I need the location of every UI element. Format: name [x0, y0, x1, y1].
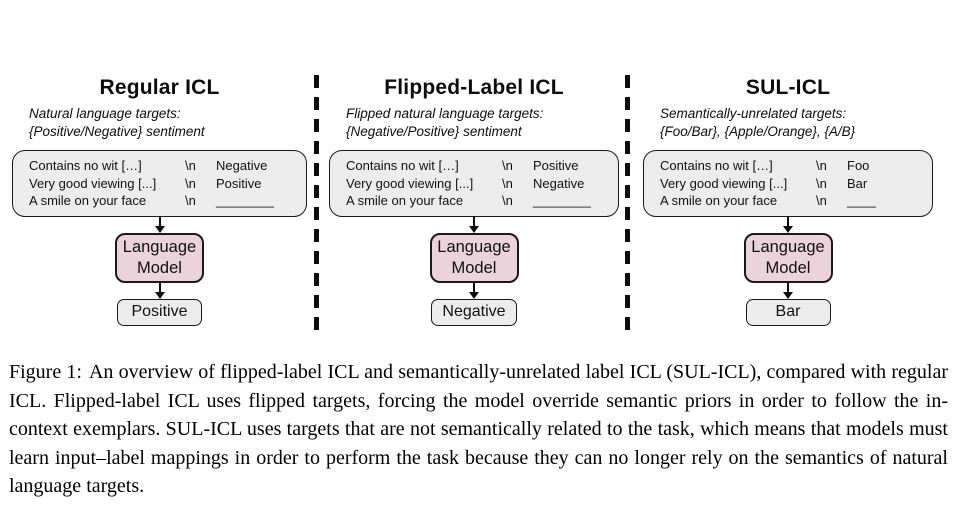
newline-token: \n: [816, 158, 827, 174]
example-row: Contains no wit […] \n Positive: [346, 157, 612, 175]
panel-title: Regular ICL: [99, 76, 220, 99]
examples-box: Contains no wit […] \n Foo Very good vie…: [643, 149, 933, 217]
model-box-label: Language: [437, 237, 511, 256]
panel-title: Flipped-Label ICL: [384, 76, 564, 99]
panel-subtitle: Natural language targets: {Positive/Nega…: [12, 105, 307, 141]
newline-token: \n: [502, 193, 513, 209]
subtitle-line: {Foo/Bar}, {Apple/Orange}, {A/B}: [660, 123, 856, 139]
down-arrow: [12, 282, 307, 299]
example-target: Negative: [533, 175, 585, 191]
subtitle-line: Natural language targets:: [29, 106, 181, 121]
arrow-shaft: [158, 216, 161, 226]
example-input: Very good viewing [...]: [346, 175, 474, 191]
example-target-blank: ________: [533, 193, 591, 209]
example-row: Contains no wit […] \n Foo: [660, 157, 926, 175]
example-input: Contains no wit […]: [29, 158, 142, 174]
example-input: A smile on your face: [346, 193, 464, 209]
figure-diagram: Regular ICL Natural language targets: {P…: [12, 75, 933, 333]
panel-subtitle: Semantically-unrelated targets: {Foo/Bar…: [643, 105, 933, 141]
newline-token: \n: [185, 193, 196, 209]
model-box-label: Model: [451, 258, 497, 277]
example-row: Contains no wit […] \n Negative: [29, 157, 300, 175]
example-row: A smile on your face \n ________: [346, 192, 612, 210]
down-arrow: [329, 282, 619, 299]
language-model-box: Language Model: [429, 232, 519, 283]
examples-box: Contains no wit […] \n Positive Very goo…: [329, 149, 619, 217]
arrow-shaft: [473, 216, 475, 226]
example-target-blank: ________: [216, 193, 274, 209]
subtitle-line: {Negative/Positive} sentiment: [346, 123, 522, 139]
arrow-shaft: [787, 216, 789, 226]
example-input: A smile on your face: [660, 193, 778, 209]
example-row: Very good viewing [...] \n Positive: [29, 175, 300, 193]
example-row: A smile on your face \n ________: [29, 192, 300, 210]
model-box-label: Language: [751, 237, 825, 256]
example-input: A smile on your face: [29, 193, 147, 209]
example-target: Positive: [533, 158, 579, 174]
arrow-shaft: [158, 282, 161, 292]
panel-regular-icl: Regular ICL Natural language targets: {P…: [12, 76, 307, 326]
model-box-label: Language: [122, 237, 197, 256]
arrow-head-icon: [469, 291, 479, 299]
example-input: Contains no wit […]: [346, 158, 459, 174]
figure-caption-text: An overview of flipped-label ICL and sem…: [9, 361, 948, 497]
model-box-label: Model: [765, 258, 811, 277]
output-box: Positive: [117, 298, 202, 326]
example-input: Very good viewing [...]: [29, 175, 157, 191]
arrow-head-icon: [783, 225, 793, 233]
newline-token: \n: [816, 175, 827, 191]
panel-divider-dashed: [625, 75, 630, 333]
newline-token: \n: [185, 158, 196, 174]
output-row: Negative: [329, 298, 619, 326]
example-row: A smile on your face \n ____: [660, 192, 926, 210]
newline-token: \n: [502, 175, 513, 191]
output-row: Positive: [12, 298, 307, 326]
example-row: Very good viewing [...] \n Bar: [660, 175, 926, 193]
panel-subtitle: Flipped natural language targets: {Negat…: [329, 105, 619, 141]
arrow-shaft: [473, 282, 475, 292]
subtitle-line: {Positive/Negative} sentiment: [29, 123, 205, 139]
output-row: Bar: [643, 298, 933, 326]
down-arrow: [329, 216, 619, 233]
panel-title: SUL-ICL: [745, 76, 831, 99]
example-input: Contains no wit […]: [660, 158, 773, 174]
arrow-head-icon: [469, 225, 479, 233]
output-box: Negative: [431, 298, 517, 326]
model-box-label: Model: [137, 258, 182, 277]
example-target-blank: ____: [847, 193, 876, 209]
example-target: Foo: [847, 158, 870, 174]
language-model-box: Language Model: [115, 232, 204, 283]
example-row: Very good viewing [...] \n Negative: [346, 175, 612, 193]
newline-token: \n: [185, 175, 196, 191]
down-arrow: [643, 282, 933, 299]
panel-divider-dashed: [314, 75, 319, 333]
panel-sul-icl: SUL-ICL Semantically-unrelated targets: …: [643, 76, 933, 326]
arrow-shaft: [787, 282, 789, 292]
example-target: Bar: [847, 175, 868, 191]
example-target: Negative: [216, 158, 268, 174]
newline-token: \n: [816, 193, 827, 209]
examples-box: Contains no wit […] \n Negative Very goo…: [12, 149, 307, 217]
subtitle-line: Flipped natural language targets:: [346, 106, 544, 121]
figure-caption-label: Figure 1:: [9, 361, 82, 383]
down-arrow: [643, 216, 933, 233]
arrow-head-icon: [154, 291, 165, 299]
figure-caption: Figure 1:An overview of flipped-label IC…: [9, 358, 948, 501]
down-arrow: [12, 216, 307, 233]
panel-flipped-label-icl: Flipped-Label ICL Flipped natural langua…: [329, 76, 619, 326]
example-input: Very good viewing [...]: [660, 175, 788, 191]
arrow-head-icon: [154, 225, 165, 233]
subtitle-line: Semantically-unrelated targets:: [660, 106, 847, 121]
newline-token: \n: [502, 158, 513, 174]
arrow-head-icon: [783, 291, 793, 299]
example-target: Positive: [216, 175, 262, 191]
language-model-box: Language Model: [743, 232, 833, 283]
output-box: Bar: [745, 298, 831, 326]
